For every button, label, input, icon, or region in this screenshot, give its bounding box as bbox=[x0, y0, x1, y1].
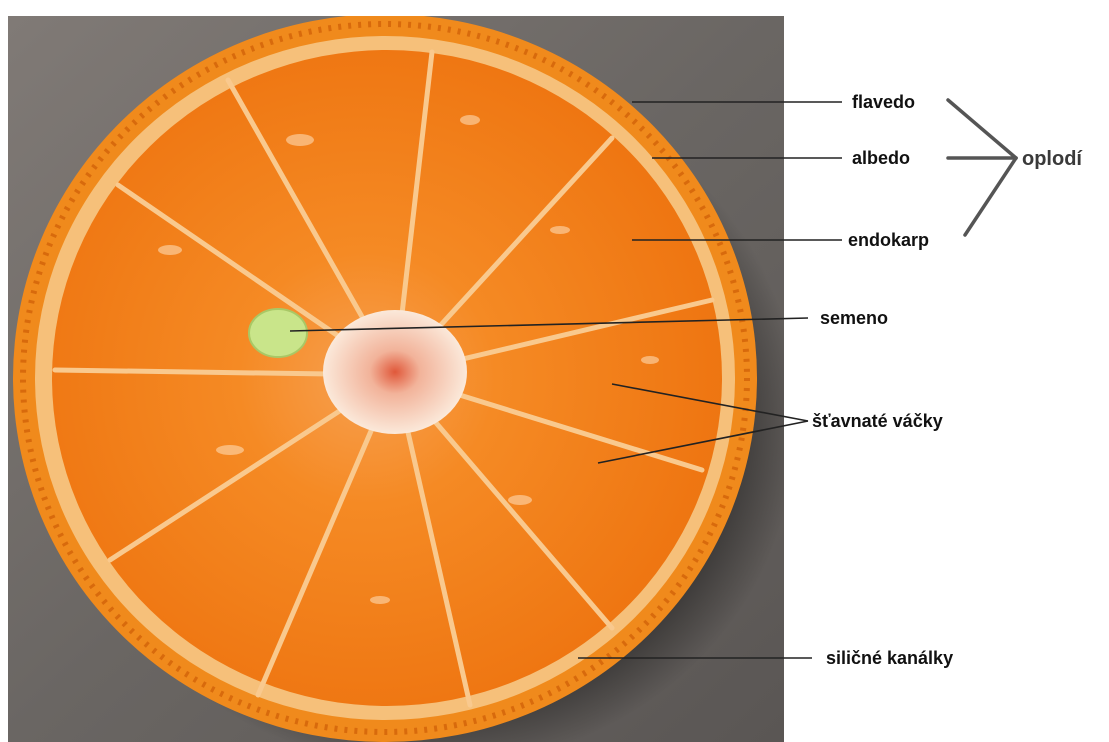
label-semeno: semeno bbox=[820, 308, 888, 328]
label-albedo: albedo bbox=[852, 148, 910, 168]
oplodi-bracket bbox=[948, 100, 1016, 235]
label-oplodi: oplodí bbox=[1022, 148, 1083, 170]
label-flavedo: flavedo bbox=[852, 92, 915, 112]
seed bbox=[249, 309, 307, 357]
orange-photo bbox=[8, 14, 800, 742]
label-endokarp: endokarp bbox=[848, 230, 929, 250]
label-silicne-kanalky: siličné kanálky bbox=[826, 648, 953, 668]
label-stavnate-vacky: šťavnaté váčky bbox=[812, 411, 943, 431]
